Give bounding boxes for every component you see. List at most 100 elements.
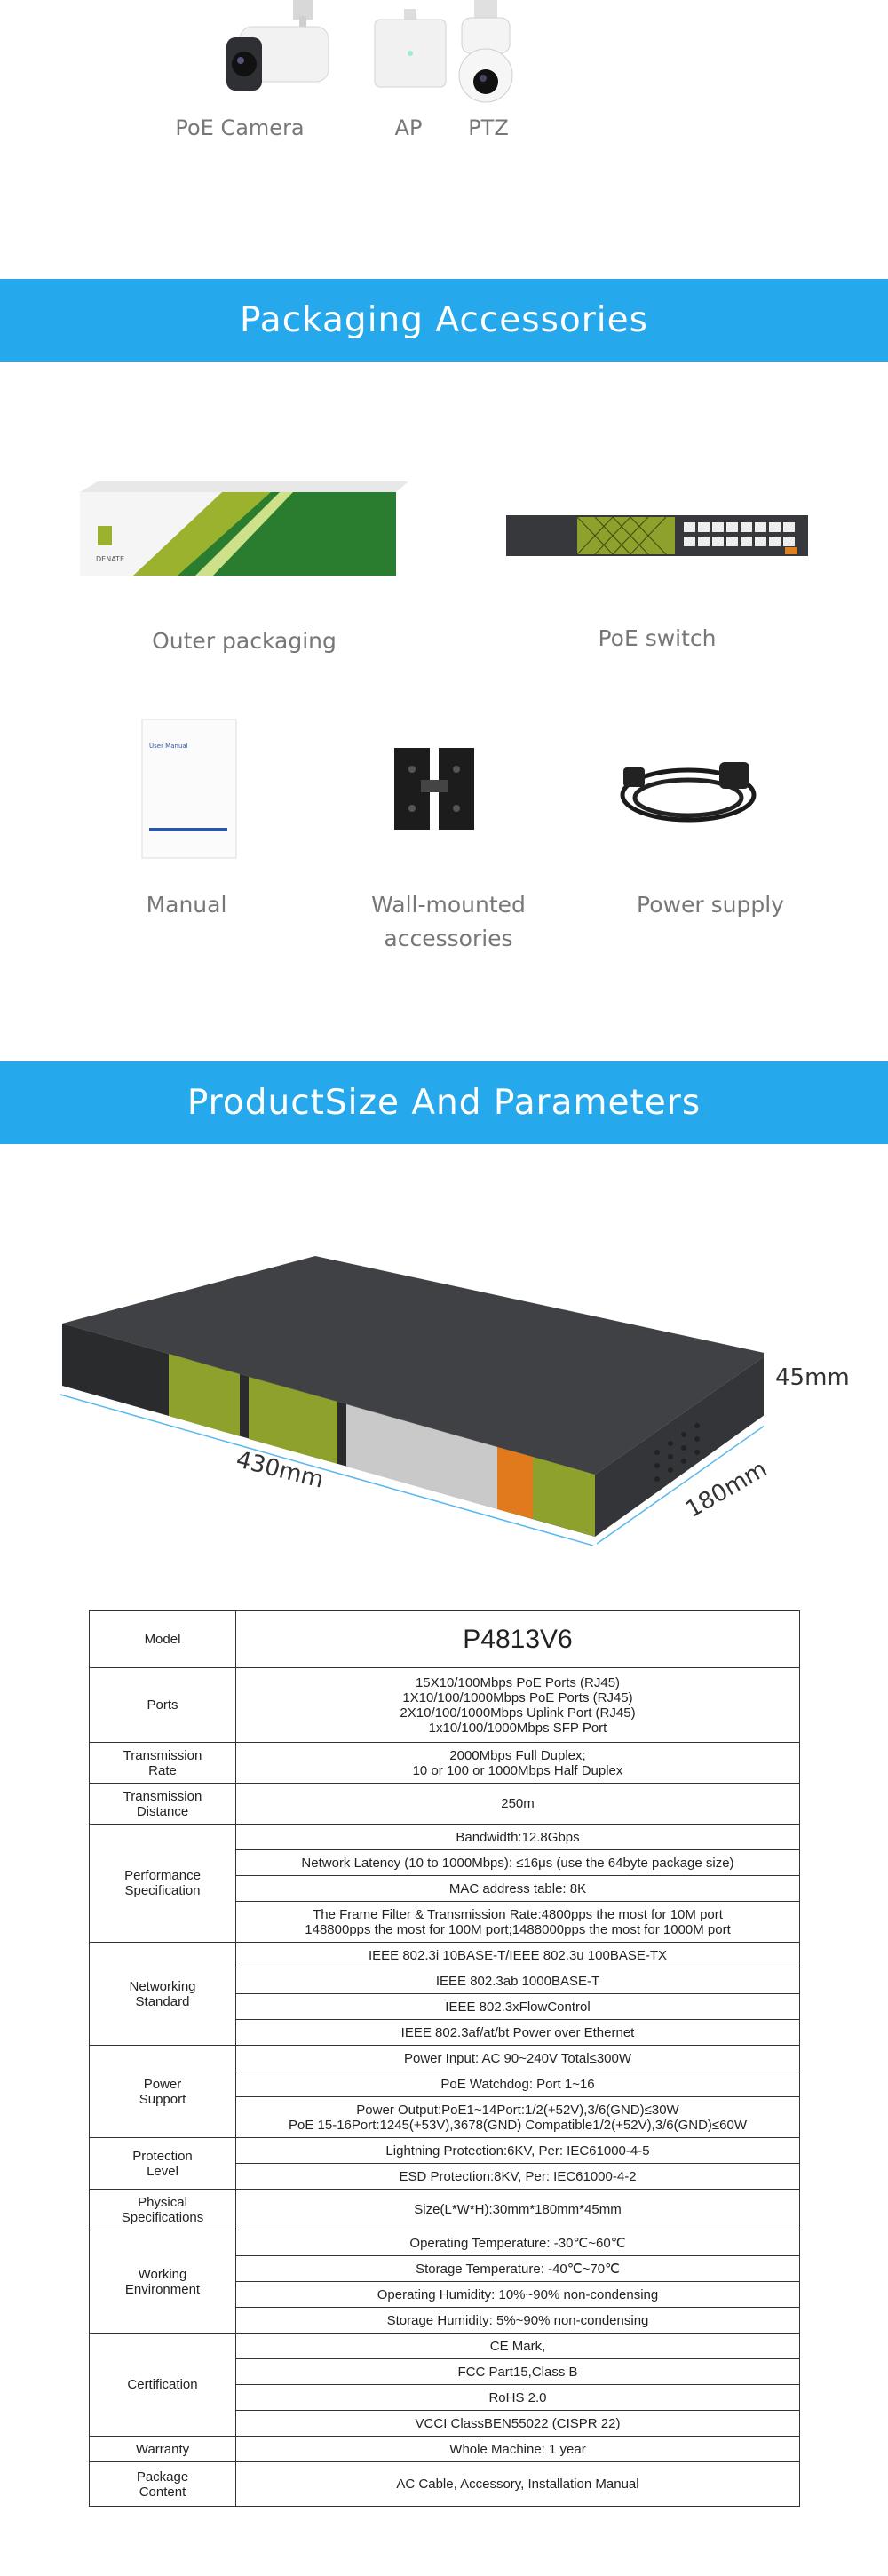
power-supply-label: Power supply: [637, 892, 784, 918]
spec-value-st-temp: Storage Temperature: -40℃~70℃: [235, 2255, 800, 2282]
table-row: Networking Standard IEEE 802.3i 10BASE-T…: [89, 1942, 800, 2046]
value-line: 10 or 100 or 1000Mbps Half Duplex: [412, 1762, 623, 1778]
spec-value-op-hum: Operating Humidity: 10%~90% non-condensi…: [235, 2281, 800, 2308]
spec-value-transmission-rate: 2000Mbps Full Duplex; 10 or 100 or 1000M…: [235, 1742, 800, 1784]
spec-value-mac: MAC address table: 8K: [235, 1875, 800, 1902]
spec-value-net-2: IEEE 802.3ab 1000BASE-T: [235, 1968, 800, 1994]
value-line: 2000Mbps Full Duplex;: [449, 1747, 586, 1763]
label-line: Protection: [132, 2148, 193, 2164]
label-line: Standard: [135, 1993, 190, 2009]
spec-value-model: P4813V6: [235, 1610, 800, 1668]
spec-label-ports: Ports: [89, 1667, 236, 1743]
spec-value-op-temp: Operating Temperature: -30℃~60℃: [235, 2230, 800, 2256]
table-row: Storage Humidity: 5%~90% non-condensing: [90, 2307, 800, 2334]
manual-cover-title: User Manual: [149, 743, 188, 750]
spec-value-power-output: Power Output:PoE1~14Port:1/2(+52V),3/6(G…: [235, 2096, 800, 2138]
value-line: 148800pps the most for 100M port;1488000…: [305, 1921, 731, 1937]
label-line: Transmission: [123, 1747, 202, 1763]
wall-mount-image: [394, 748, 474, 830]
spec-value-cert-1: CE Mark,: [235, 2333, 800, 2359]
spec-value-cert-3: RoHS 2.0: [235, 2384, 800, 2411]
device-label-ap: AP: [394, 115, 423, 140]
label-line: Working: [138, 2266, 187, 2282]
value-line: PoE 15-16Port:1245(+53V),3678(GND) Compa…: [289, 2117, 747, 2133]
label-line: Level: [147, 2163, 178, 2179]
spec-value-transmission-distance: 250m: [235, 1783, 800, 1825]
spec-label-networking: Networking Standard: [89, 1942, 236, 2046]
poe-switch-label: PoE switch: [598, 625, 717, 651]
table-row: Performance Specification Bandwidth:12.8…: [89, 1824, 800, 1943]
label-line: Physical: [138, 2194, 187, 2210]
product-size-banner: ProductSize And Parameters: [0, 1061, 888, 1144]
box-brand-text: DENATE: [96, 555, 124, 563]
label-line: Specification: [124, 1883, 201, 1898]
spec-label-certification: Certification: [89, 2333, 236, 2437]
table-row: Protection Level Lightning Protection:6K…: [89, 2137, 800, 2190]
access-point-icon: [374, 9, 447, 88]
table-row: Physical Specifications Size(L*W*H):30mm…: [89, 2189, 800, 2230]
port-line: 1X10/100/1000Mbps PoE Ports (RJ45): [402, 1690, 633, 1705]
spec-value-bandwidth: Bandwidth:12.8Gbps: [235, 1824, 800, 1850]
value-line: The Frame Filter & Transmission Rate:480…: [313, 1906, 723, 1922]
spec-label-physical: Physical Specifications: [89, 2189, 236, 2230]
table-row: Transmission Rate 2000Mbps Full Duplex; …: [89, 1742, 800, 1784]
label-line: Rate: [148, 1762, 177, 1778]
label-line: Power: [143, 2076, 182, 2092]
device-label-poe-camera: PoE Camera: [175, 115, 305, 140]
spec-label-transmission-rate: Transmission Rate: [89, 1742, 236, 1784]
label-line: Distance: [136, 1803, 189, 1819]
spec-table: Model P4813V6 Ports 15X10/100Mbps PoE Po…: [89, 1610, 800, 2507]
label-line: Environment: [124, 2281, 201, 2297]
wall-mount-label-line2: accessories: [384, 926, 513, 951]
wall-mount-label-line1: Wall-mounted: [371, 892, 526, 918]
label-line: Package: [136, 2469, 189, 2485]
table-row: Operating Humidity: 10%~90% non-condensi…: [90, 2281, 800, 2308]
spec-value-physical: Size(L*W*H):30mm*180mm*45mm: [235, 2189, 800, 2230]
device-row: PoE Camera AP PTZ: [0, 0, 888, 275]
table-row: Network Latency (10 to 1000Mbps): ≤16μs …: [90, 1849, 800, 1876]
poe-camera-icon: [226, 0, 329, 91]
spec-label-model: Model: [89, 1610, 236, 1668]
spec-value-ports: 15X10/100Mbps PoE Ports (RJ45) 1X10/100/…: [235, 1667, 800, 1743]
spec-value-net-3: IEEE 802.3xFlowControl: [235, 1993, 800, 2020]
table-row: IEEE 802.3ab 1000BASE-T: [90, 1968, 800, 1994]
device-label-ptz: PTZ: [468, 115, 509, 140]
spec-label-transmission-distance: Transmission Distance: [89, 1783, 236, 1825]
port-line: 1x10/100/1000Mbps SFP Port: [428, 1720, 607, 1736]
label-line: Content: [139, 2484, 186, 2500]
spec-value-frame-filter: The Frame Filter & Transmission Rate:480…: [235, 1901, 800, 1943]
spec-label-warranty: Warranty: [89, 2436, 236, 2462]
table-row: Power Output:PoE1~14Port:1/2(+52V),3/6(G…: [90, 2096, 800, 2138]
packaging-banner: Packaging Accessories: [0, 279, 888, 362]
outer-packaging-image: DENATE: [80, 481, 408, 576]
table-row: Certification CE Mark,: [89, 2333, 800, 2437]
spec-label-performance: Performance Specification: [89, 1824, 236, 1943]
table-row: VCCI ClassBEN55022 (CISPR 22): [90, 2410, 800, 2437]
spec-label-environment: Working Environment: [89, 2230, 236, 2334]
table-row: Power Support Power Input: AC 90~240V To…: [89, 2045, 800, 2138]
value-line: Power Output:PoE1~14Port:1/2(+52V),3/6(G…: [356, 2102, 679, 2118]
spec-value-net-4: IEEE 802.3af/at/bt Power over Ethernet: [235, 2019, 800, 2046]
table-row: Package Content AC Cable, Accessory, Ins…: [89, 2461, 800, 2507]
spec-value-package: AC Cable, Accessory, Installation Manual: [235, 2461, 800, 2507]
ptz-camera-icon: [458, 0, 513, 103]
table-row: RoHS 2.0: [90, 2384, 800, 2411]
spec-label-power: Power Support: [89, 2045, 236, 2138]
port-line: 15X10/100Mbps PoE Ports (RJ45): [415, 1674, 621, 1690]
switch-product-image: [59, 1256, 764, 1546]
manual-image: User Manual: [141, 719, 237, 859]
table-row: MAC address table: 8K: [90, 1875, 800, 1902]
label-line: Specifications: [121, 2209, 204, 2225]
label-line: Transmission: [123, 1788, 202, 1804]
spec-value-st-hum: Storage Humidity: 5%~90% non-condensing: [235, 2307, 800, 2334]
table-row: Warranty Whole Machine: 1 year: [89, 2436, 800, 2462]
power-cable-image: [620, 762, 757, 823]
spec-value-cert-4: VCCI ClassBEN55022 (CISPR 22): [235, 2410, 800, 2437]
table-row: FCC Part15,Class B: [90, 2358, 800, 2385]
table-row: Model P4813V6: [89, 1610, 800, 1668]
spec-value-poe-watchdog: PoE Watchdog: Port 1~16: [235, 2071, 800, 2097]
table-row: Transmission Distance 250m: [89, 1783, 800, 1825]
spec-label-package: Package Content: [89, 2461, 236, 2507]
spec-value-power-input: Power Input: AC 90~240V Total≤300W: [235, 2045, 800, 2071]
spec-value-net-1: IEEE 802.3i 10BASE-T/IEEE 802.3u 100BASE…: [235, 1942, 800, 1968]
